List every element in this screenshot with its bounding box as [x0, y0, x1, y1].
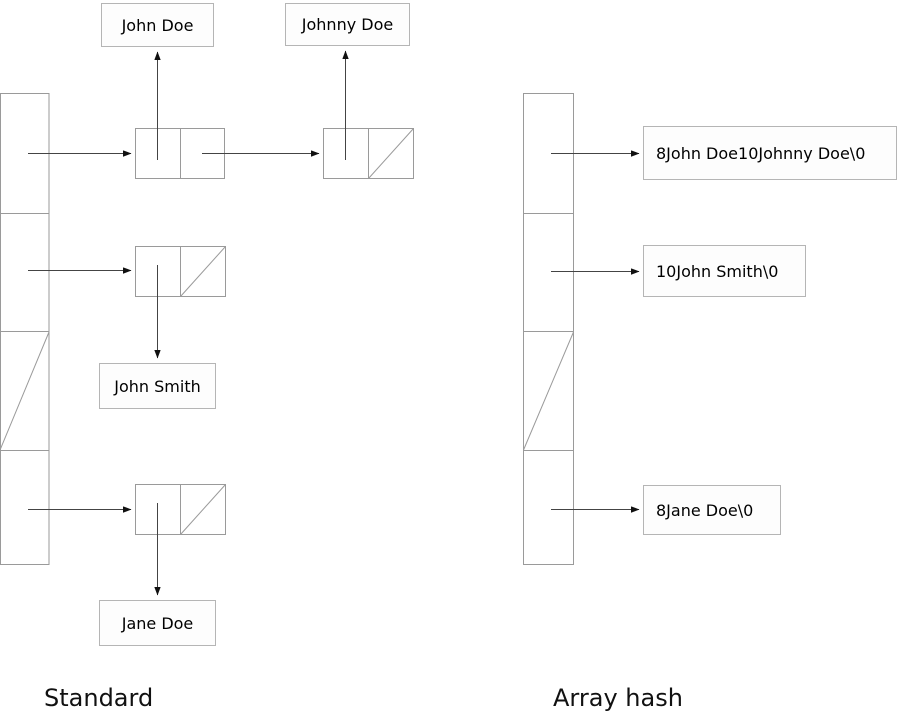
caption-standard: Standard: [44, 684, 154, 712]
node-john-smith-graphics: [135, 246, 226, 359]
array-hash-block-slot-0: 8John Doe10Johnny Doe\0: [643, 126, 897, 180]
value-label-john-doe: John Doe: [101, 3, 214, 47]
value-label-john-smith: John Smith: [99, 363, 216, 409]
right-array-outline: [523, 93, 574, 565]
node-jane-doe-graphics: [135, 484, 226, 596]
array-hash-block-slot-3: 8Jane Doe\0: [643, 485, 781, 535]
caption-array-hash: Array hash: [553, 684, 683, 712]
node-john-doe-graphics: [135, 51, 320, 179]
left-array-outline: [0, 93, 50, 565]
node-johnny-doe-graphics: [323, 50, 414, 179]
value-label-jane-doe: Jane Doe: [99, 600, 216, 646]
value-label-johnny-doe: Johnny Doe: [285, 3, 410, 46]
left-bucket-pointers: [28, 150, 132, 513]
array-hash-block-slot-1: 10John Smith\0: [643, 245, 806, 297]
right-bucket-pointers: [551, 150, 640, 513]
